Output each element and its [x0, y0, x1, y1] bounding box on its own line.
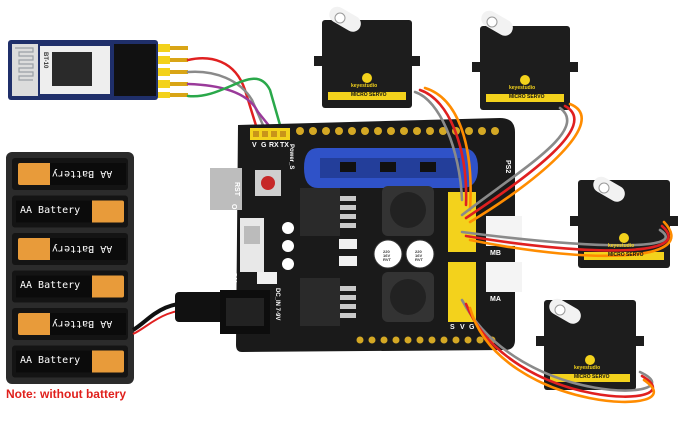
ma-label: MA	[490, 296, 501, 303]
servo-model-label: MICRO SERVO	[608, 252, 644, 258]
bt-module: BT-10	[8, 40, 188, 100]
battery-cell-label: AA Battery	[52, 168, 113, 179]
pin-label-v: V	[252, 142, 257, 149]
barrel-plug	[175, 292, 230, 322]
off-label: OFF	[230, 204, 237, 218]
pin-label-g: G	[261, 142, 267, 149]
motor-shield	[210, 118, 522, 352]
battery-cell-label: AA Battery	[52, 318, 113, 329]
servo-pin-s: S	[450, 324, 455, 331]
capacitor-left	[373, 239, 403, 269]
servo-pin-g: G	[469, 324, 475, 331]
on-label: ON	[230, 272, 237, 283]
battery-note: Note: without battery	[6, 387, 126, 401]
motor-a-connector	[486, 262, 522, 292]
inductor-label-right: 220 16V RVT	[415, 249, 423, 262]
servo-wires	[413, 86, 673, 404]
servo-brand-label: keyestudio	[509, 85, 536, 91]
ps2-label: PS2	[504, 160, 511, 174]
battery-cell-label: AA Battery	[20, 204, 81, 216]
servo-model-label: MICRO SERVO	[351, 92, 387, 98]
voltage-regulator-bottom	[300, 278, 340, 326]
servo-pin-v: V	[460, 324, 465, 331]
pin-label-rx: RX	[269, 142, 279, 149]
servo-motor	[472, 10, 578, 110]
dc-label: DC_IN 7-9V	[274, 288, 280, 321]
battery-box	[6, 152, 134, 384]
voltage-regulator-top	[300, 188, 340, 236]
servo-brand-label: keyestudio	[608, 243, 635, 249]
battery-cell-label: AA Battery	[20, 354, 81, 366]
servo-model-label: MICRO SERVO	[509, 94, 545, 100]
servo-brand-label: keyestudio	[351, 83, 378, 89]
servo-brand-label: keyestudio	[574, 365, 601, 371]
servo-motor	[314, 6, 420, 108]
servo-motor	[536, 298, 644, 390]
battery-cell-label: AA Battery	[52, 243, 113, 254]
mb-label: MB	[490, 250, 501, 257]
bt-module-label: BT-10	[42, 52, 48, 69]
inductor-label-left: 220 16V RVT	[383, 249, 391, 262]
battery-cell-label: AA Battery	[20, 279, 81, 291]
power-label: Power_S	[288, 144, 294, 170]
servo-model-label: MICRO SERVO	[574, 374, 610, 380]
rst-label: RST	[233, 182, 240, 196]
capacitor-right	[405, 239, 435, 269]
bt-wires	[186, 57, 284, 134]
pin-label-tx: TX	[280, 142, 289, 149]
